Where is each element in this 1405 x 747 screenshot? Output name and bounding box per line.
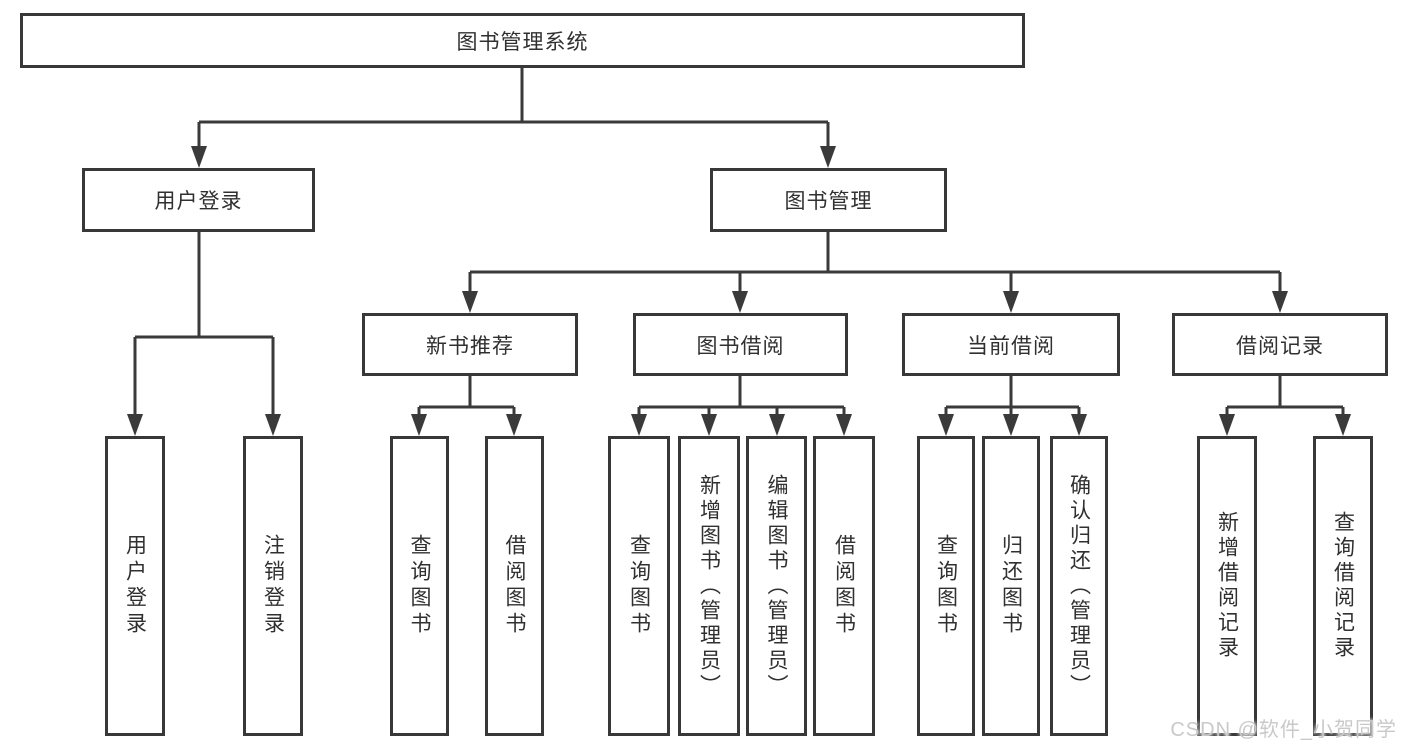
node-book-management: 图书管理 xyxy=(710,168,947,232)
node-new-book-recommend-label: 新书推荐 xyxy=(426,334,514,358)
node-book-management-label: 图书管理 xyxy=(784,190,873,213)
leaf-logout: 注销登录 xyxy=(243,436,303,736)
leaf-add-borrow-record: 新增借阅记录 xyxy=(1197,436,1257,736)
node-borrow-records-label: 借阅记录 xyxy=(1236,334,1324,358)
node-user-login: 用户登录 xyxy=(82,168,315,232)
leaf-query-books-borrow: 查询图书 xyxy=(608,436,670,736)
node-book-borrow-label: 图书借阅 xyxy=(696,334,785,358)
node-user-login-label: 用户登录 xyxy=(154,190,243,213)
leaf-borrow-books-recommend: 借阅图书 xyxy=(485,436,544,736)
leaf-confirm-return-admin: 确认归还（管理员） xyxy=(1050,436,1108,736)
leaf-add-book-admin: 新增图书（管理员） xyxy=(678,436,740,736)
leaf-edit-book-admin-label: 编辑图书（管理员） xyxy=(765,473,788,699)
leaf-borrow-books: 借阅图书 xyxy=(813,436,875,736)
leaf-query-books-recommend-label: 查询图书 xyxy=(408,534,431,638)
leaf-confirm-return-admin-label: 确认归还（管理员） xyxy=(1067,473,1091,699)
node-current-borrow: 当前借阅 xyxy=(902,313,1120,376)
node-book-borrow: 图书借阅 xyxy=(633,313,848,376)
watermark: CSDN @软件_小贺同学 xyxy=(1170,719,1397,741)
node-root-label: 图书管理系统 xyxy=(456,30,589,54)
leaf-query-borrow-record: 查询借阅记录 xyxy=(1313,436,1373,736)
leaf-add-book-admin-label: 新增图书（管理员） xyxy=(697,473,721,699)
leaf-query-borrow-record-label: 查询借阅记录 xyxy=(1331,511,1355,661)
leaf-add-borrow-record-label: 新增借阅记录 xyxy=(1215,511,1239,661)
node-borrow-records: 借阅记录 xyxy=(1172,313,1388,376)
leaf-user-login-label: 用户登录 xyxy=(123,534,147,638)
leaf-query-books-current-label: 查询图书 xyxy=(934,534,958,638)
node-root: 图书管理系统 xyxy=(20,13,1025,68)
leaf-logout-label: 注销登录 xyxy=(261,534,285,638)
node-current-borrow-label: 当前借阅 xyxy=(967,334,1055,358)
leaf-return-book-label: 归还图书 xyxy=(999,534,1023,638)
leaf-query-books-recommend: 查询图书 xyxy=(390,436,449,736)
leaf-borrow-books-recommend-label: 借阅图书 xyxy=(503,534,526,638)
leaf-query-books-borrow-label: 查询图书 xyxy=(627,534,651,638)
leaf-edit-book-admin: 编辑图书（管理员） xyxy=(746,436,807,736)
leaf-user-login: 用户登录 xyxy=(105,436,165,736)
leaf-query-books-current: 查询图书 xyxy=(917,436,975,736)
node-new-book-recommend: 新书推荐 xyxy=(362,313,578,376)
leaf-return-book: 归还图书 xyxy=(982,436,1040,736)
leaf-borrow-books-label: 借阅图书 xyxy=(832,534,856,638)
